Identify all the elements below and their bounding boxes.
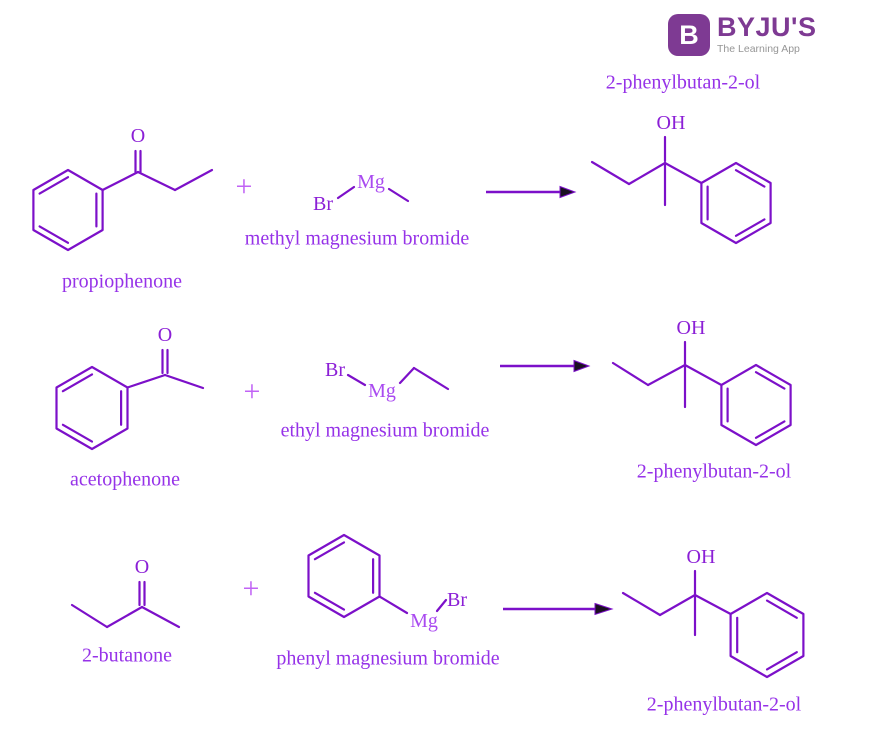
product-name-1: 2-phenylbutan-2-ol [605, 71, 761, 94]
hydroxyl-group-label: OH [657, 112, 686, 134]
ethyl-magnesium-bromide-structure: Br Mg [325, 359, 450, 402]
magnesium-atom-label: Mg [368, 380, 396, 402]
benzene-ring [55, 365, 129, 451]
plus-sign-1: + [235, 170, 253, 203]
plus-sign-2: + [243, 375, 261, 408]
reactant-name-2: acetophenone [70, 468, 180, 491]
byjus-b-icon: B [668, 14, 710, 56]
benzene-ring [307, 533, 381, 619]
2-phenylbutan-2-ol-structure-1: OH [590, 112, 772, 245]
brand-name: BYJU'S [717, 12, 817, 42]
propiophenone-structure: O [32, 125, 214, 252]
bromine-atom-label: Br [447, 589, 467, 611]
methyl-magnesium-bromide-structure: Br Mg [313, 171, 410, 215]
benzene-ring [32, 168, 104, 252]
2-phenylbutan-2-ol-structure-3: OH [621, 546, 805, 679]
oxygen-atom-label: O [135, 556, 149, 578]
oxygen-atom-label: O [158, 324, 172, 346]
product-name-3: 2-phenylbutan-2-ol [646, 693, 802, 716]
benzene-ring [720, 363, 792, 447]
arrowhead-icon [594, 602, 614, 616]
benzene-ring [729, 591, 805, 679]
magnesium-atom-label: Mg [357, 171, 385, 193]
benzene-ring [700, 161, 772, 245]
bromine-atom-label: Br [325, 359, 345, 381]
plus-sign-3: + [242, 572, 260, 605]
hydroxyl-group-label: OH [677, 317, 706, 339]
arrowhead-icon [559, 185, 577, 199]
brand-logo: B BYJU'S The Learning App [668, 14, 816, 56]
bromine-atom-label: Br [313, 193, 333, 215]
reagent-name-2: ethyl magnesium bromide [280, 419, 490, 442]
magnesium-atom-label: Mg [410, 610, 438, 632]
hydroxyl-group-label: OH [687, 546, 716, 568]
brand-tagline: The Learning App [717, 43, 800, 55]
reagent-name-1: methyl magnesium bromide [244, 227, 470, 250]
reactant-name-3: 2-butanone [82, 644, 172, 667]
reaction-arrow-2 [500, 359, 591, 373]
product-name-2: 2-phenylbutan-2-ol [636, 460, 792, 483]
oxygen-atom-label: O [131, 125, 145, 147]
reagent-name-3: phenyl magnesium bromide [276, 647, 500, 670]
2-phenylbutan-2-ol-structure-2: OH [611, 317, 792, 447]
phenyl-magnesium-bromide-structure: Mg Br [307, 533, 467, 632]
reaction-arrow-1 [486, 185, 577, 199]
acetophenone-structure: O [55, 324, 205, 451]
reactant-name-1: propiophenone [62, 270, 182, 293]
arrowhead-icon [573, 359, 591, 373]
2-butanone-structure: O [70, 556, 181, 629]
reaction-arrow-3 [503, 602, 614, 616]
